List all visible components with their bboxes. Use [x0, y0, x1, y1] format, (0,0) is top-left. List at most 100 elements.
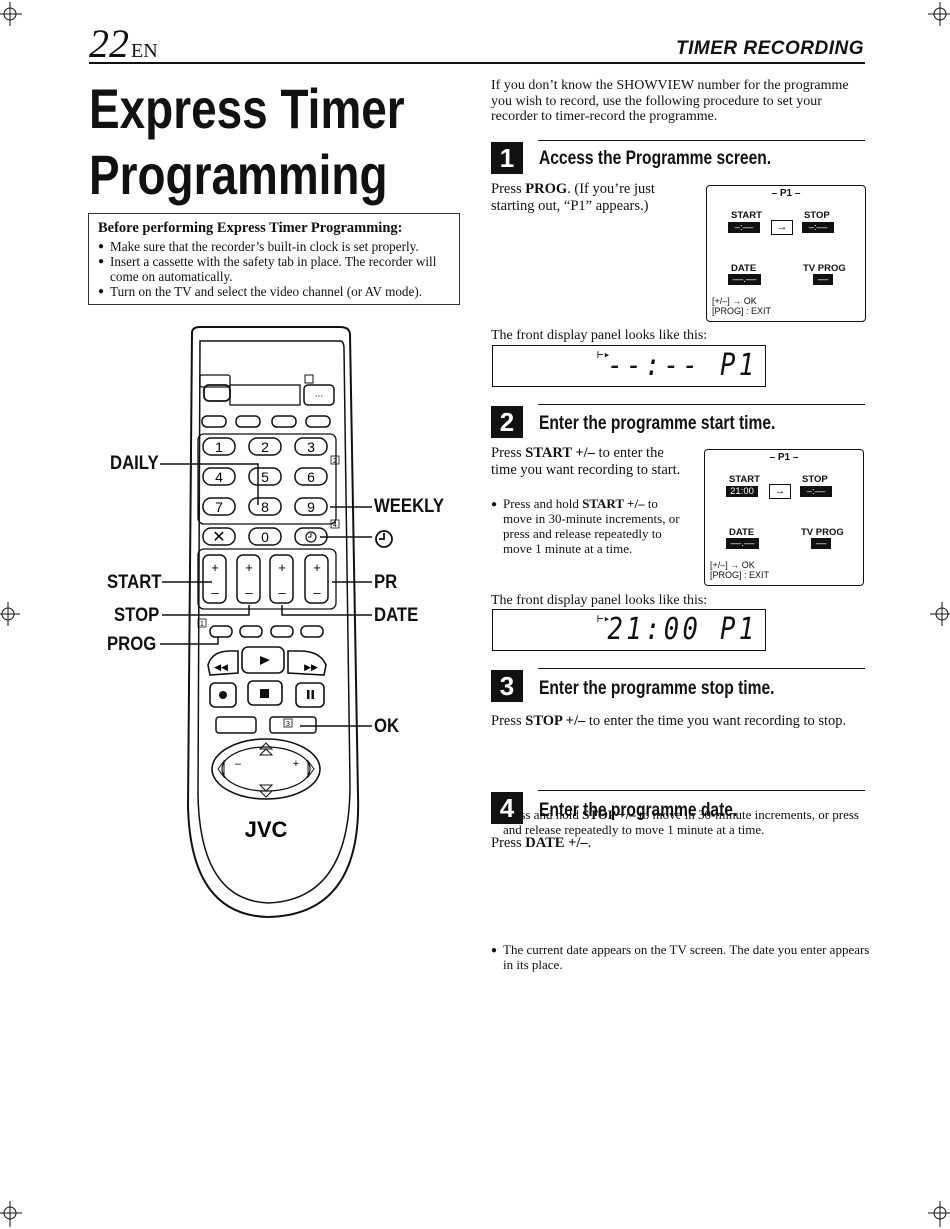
osd-screen-1: – P1 – START STOP –:–– → –:–– DATE TV PR… — [706, 185, 866, 322]
key-5: 5 — [261, 469, 269, 485]
callout-ok: OK — [374, 716, 400, 737]
panel-caption-1: The front display panel looks like this: — [491, 328, 708, 343]
osd-start-field: –:–– — [728, 222, 760, 233]
step-2-title: Enter the programme start time. — [539, 413, 776, 434]
svg-text:–: – — [211, 585, 219, 600]
callout-pr: PR — [374, 572, 398, 593]
step-1-number: 1 — [491, 142, 523, 174]
registration-mark-icon — [0, 2, 22, 26]
svg-text:+: + — [245, 560, 253, 575]
osd-tvprog-field: –– — [811, 538, 831, 549]
osd-date-field: ––.–– — [728, 274, 761, 285]
osd-date-label: DATE — [731, 263, 757, 274]
key-3: 3 — [307, 439, 315, 455]
osd-stop-label: STOP — [802, 474, 828, 485]
osd-start-label: START — [729, 474, 760, 485]
key-1: 1 — [215, 439, 223, 455]
marker-4: 4 — [333, 522, 337, 529]
callout-weekly: WEEKLY — [374, 496, 445, 517]
before-box-list: Make sure that the recorder’s built-in c… — [98, 239, 451, 299]
front-panel-2: ⊢▸ 21:00 P1 — [492, 609, 766, 651]
step-4-title: Enter the programme date. — [539, 800, 738, 821]
step-3-title: Enter the programme stop time. — [539, 678, 775, 699]
title-line-1: Express Timer — [89, 77, 405, 140]
svg-text:▶▶: ▶▶ — [304, 663, 318, 673]
svg-text:+: + — [278, 560, 286, 575]
svg-text:+: + — [293, 758, 299, 770]
marker-1: 1 — [200, 621, 204, 628]
callout-daily: DAILY — [110, 453, 159, 474]
osd-stop-label: STOP — [804, 210, 830, 221]
list-item: Make sure that the recorder’s built-in c… — [98, 239, 451, 254]
step-4-rule — [538, 790, 865, 791]
timer-indicator-icon: ⊢▸ — [597, 612, 611, 625]
osd-date-label: DATE — [729, 527, 755, 538]
remote-outline — [186, 326, 360, 919]
before-box-heading: Before performing Express Timer Programm… — [98, 220, 403, 236]
key-4: 4 — [215, 469, 223, 485]
osd-footer-1: [+/–] → OK — [710, 560, 755, 570]
step-1-text: Press PROG. (If you’re just starting out… — [491, 181, 655, 214]
page-lang: EN — [131, 40, 158, 62]
key-6: 6 — [307, 469, 315, 485]
panel-caption-2: The front display panel looks like this: — [491, 593, 708, 608]
registration-mark-icon — [930, 602, 950, 626]
svg-text:–: – — [245, 585, 253, 600]
svg-text:–: – — [278, 585, 286, 600]
page-title: Express Timer Programming — [89, 78, 417, 206]
front-panel-1-display: --:-- P1 — [606, 348, 757, 383]
callout-start: START — [107, 572, 162, 593]
step-1-title: Access the Programme screen. — [539, 148, 772, 169]
callout-stop: STOP — [114, 605, 160, 626]
marker-2: 2 — [333, 458, 337, 465]
key-0: 0 — [261, 529, 269, 545]
registration-mark-icon — [928, 1201, 950, 1227]
svg-text:···: ··· — [315, 392, 324, 402]
key-8: 8 — [261, 499, 269, 515]
step-3-number: 3 — [491, 670, 523, 702]
front-panel-2-display: 21:00 P1 — [606, 612, 757, 647]
jvc-logo: JVC — [245, 817, 288, 842]
osd-footer-2: [PROG] : EXIT — [710, 570, 770, 580]
svg-text:+: + — [211, 560, 219, 575]
osd-tvprog-label: TV PROG — [803, 263, 846, 274]
step-2-number: 2 — [491, 406, 523, 438]
step-4-text: Press DATE +/–. — [491, 835, 592, 851]
registration-mark-icon — [0, 602, 20, 626]
svg-text:–: – — [235, 758, 242, 770]
step-3-rule — [538, 668, 865, 669]
osd-date-field: ––.–– — [726, 538, 759, 549]
svg-text:◀◀: ◀◀ — [214, 663, 228, 673]
callout-date: DATE — [374, 605, 419, 626]
step-2-text: Press START +/– to enter the time you wa… — [491, 445, 681, 478]
arrow-right-icon: → — [771, 220, 793, 235]
step-2-rule — [538, 404, 865, 405]
page-number-value: 22 — [89, 21, 129, 66]
title-line-2: Programming — [89, 143, 388, 206]
registration-mark-icon — [928, 2, 950, 26]
key-cancel: ✕ — [212, 529, 225, 546]
key-2: 2 — [261, 439, 269, 455]
key-9: 9 — [307, 499, 315, 515]
timer-indicator-icon: ⊢▸ — [597, 348, 611, 361]
osd-footer-2: [PROG] : EXIT — [712, 306, 772, 316]
registration-mark-icon — [0, 1201, 22, 1227]
osd-footer-1: [+/–] → OK — [712, 296, 757, 306]
svg-text:+: + — [313, 560, 321, 575]
list-item: Turn on the TV and select the video chan… — [98, 284, 451, 299]
marker-3: 3 — [286, 721, 290, 728]
osd-start-label: START — [731, 210, 762, 221]
arrow-right-icon: → — [769, 484, 791, 499]
step-3-text: Press STOP +/– to enter the time you wan… — [491, 713, 847, 729]
section-title: TIMER RECORDING — [676, 38, 864, 59]
before-box: Before performing Express Timer Programm… — [88, 213, 460, 305]
svg-text:–: – — [313, 585, 321, 600]
front-panel-1: ⊢▸ --:-- P1 — [492, 345, 766, 387]
osd-program-label: – P1 – — [769, 452, 799, 463]
osd-program-label: – P1 – — [771, 188, 801, 199]
step-4-number: 4 — [491, 792, 523, 824]
osd-stop-field: –:–– — [802, 222, 834, 233]
osd-tvprog-label: TV PROG — [801, 527, 844, 538]
